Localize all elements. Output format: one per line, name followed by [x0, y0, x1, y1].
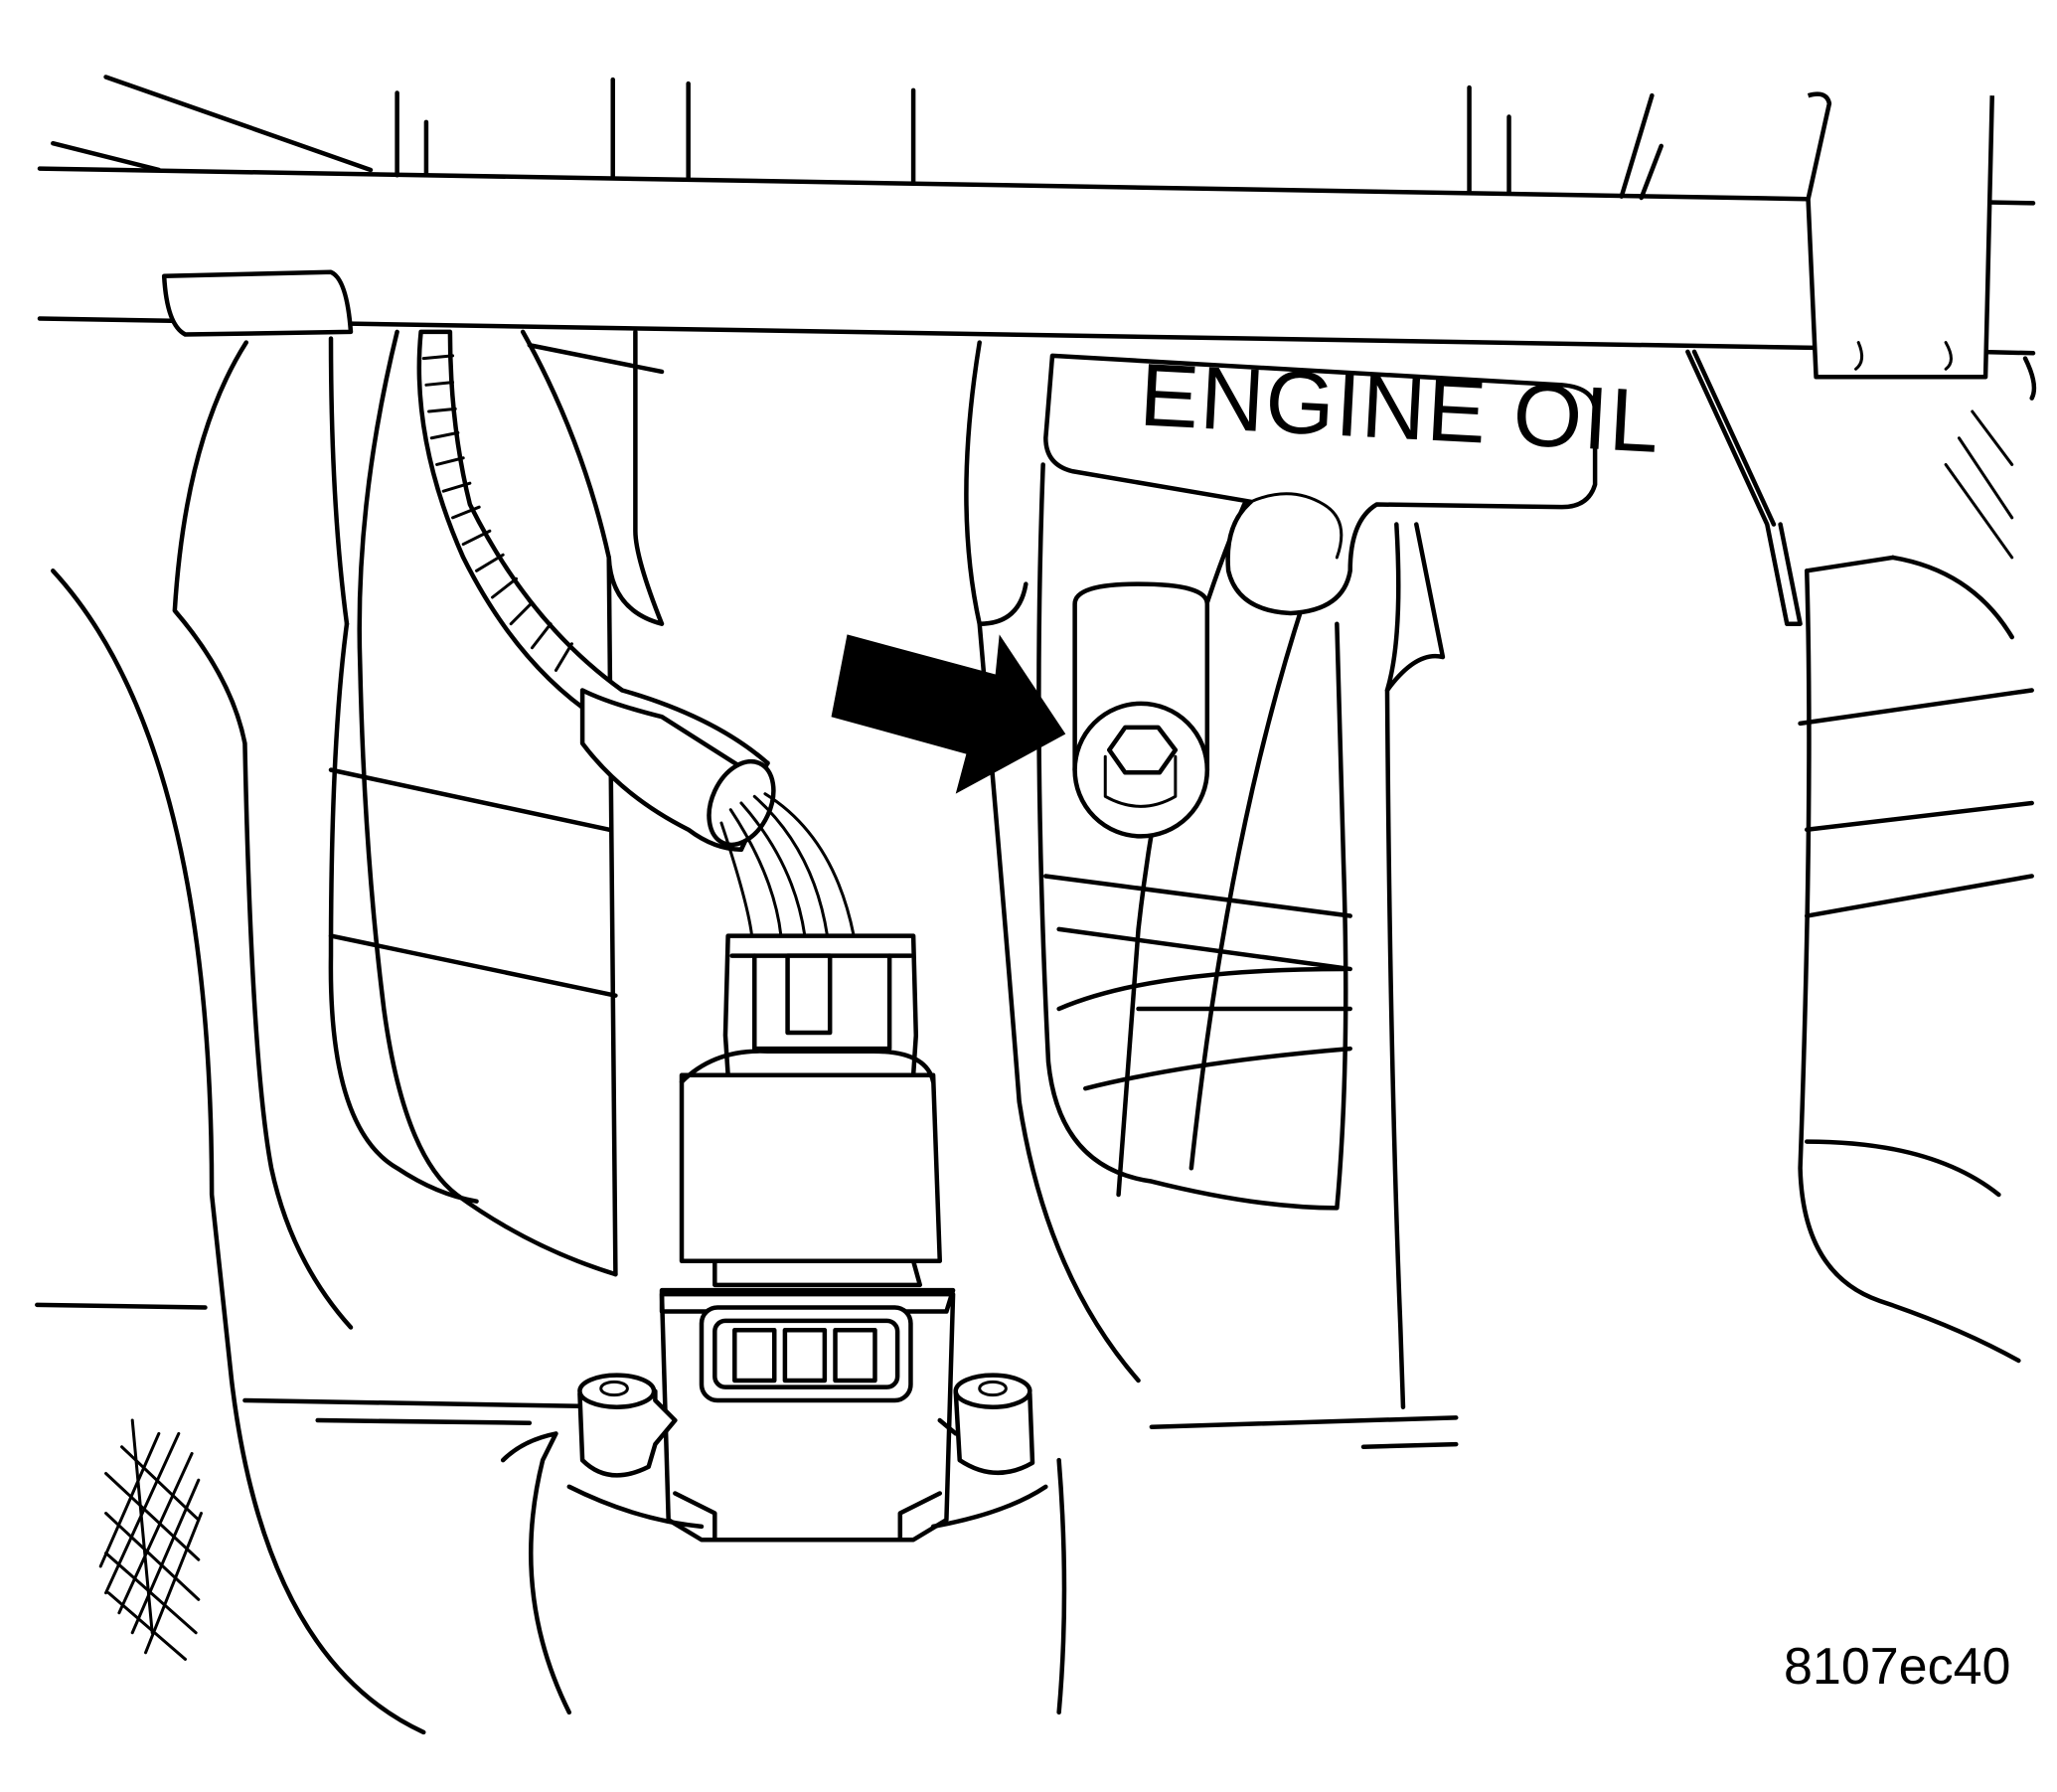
arrow-right-icon — [831, 634, 1066, 794]
intake-manifold — [37, 332, 2034, 1732]
sensor-base — [503, 1376, 1064, 1712]
oil-dipstick: ENGINE OIL — [1045, 344, 1662, 1195]
hatched-area — [100, 1420, 201, 1659]
fuel-rail — [40, 77, 2033, 377]
figure-id: 8107ec40 — [1784, 1638, 2011, 1696]
wiring-harness — [419, 332, 854, 936]
sensor-connector — [662, 936, 953, 1541]
bolt — [1075, 584, 1207, 837]
